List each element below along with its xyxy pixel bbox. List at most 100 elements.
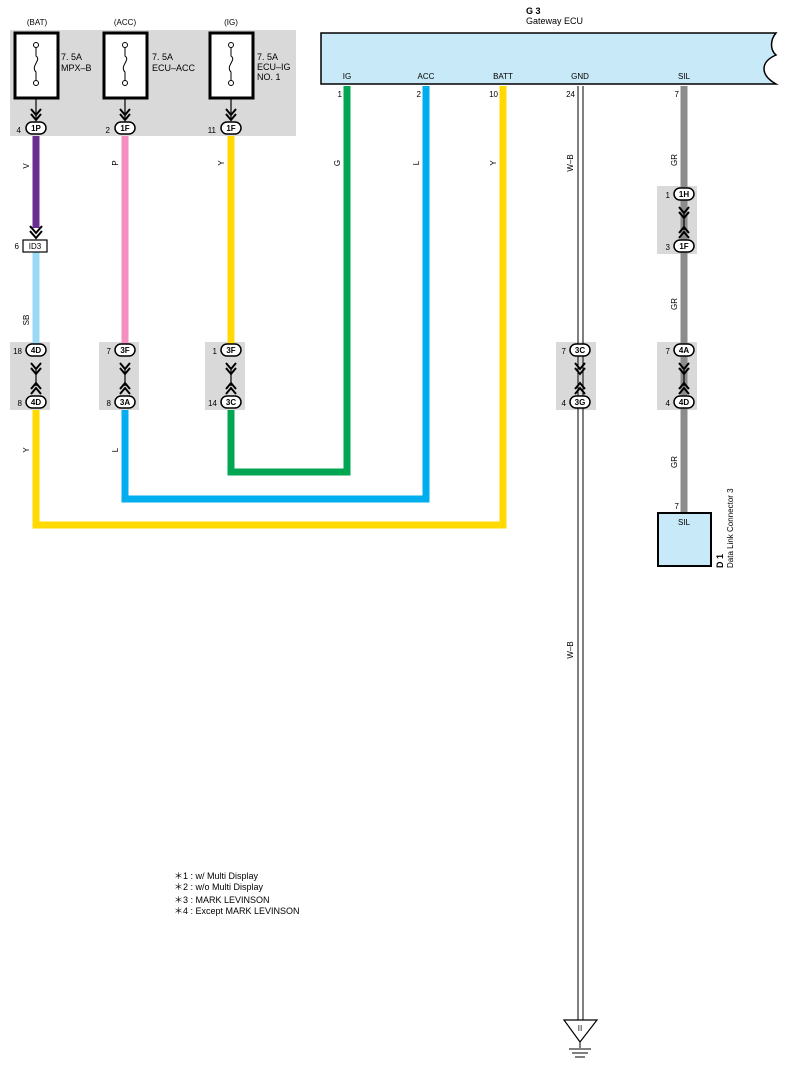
pin-number: 14 [208,399,217,408]
terminal-gnd: GND [571,72,589,81]
pin-number: 24 [566,90,575,99]
wire-label: Y [22,447,31,453]
pin-number: 1 [213,347,218,356]
connector-1p: 4 1P [17,121,47,135]
mating-arrows [30,206,690,395]
gateway-ecu: G 3 Gateway ECU IG ACC BATT GND SIL 1 2 … [320,6,779,99]
junction-label: ID3 [29,242,42,251]
pin-number: 3 [666,243,671,252]
fuse-supply-label: (BAT) [27,18,48,27]
wire-label: L [111,447,120,452]
data-link-connector: 7 SIL D 1 Data Link Connector 3 [657,488,735,568]
fuse-mpx-b: (BAT) 7. 5A MPX–B [13,18,92,100]
connector-code: 3F [120,346,129,355]
fuse-name-line2: NO. 1 [257,72,281,82]
wire-label: W–B [566,154,575,171]
pin-number: 1 [338,90,343,99]
wire-color-labels: V SB Y P L Y G L Y W–B W–B GR GR GR [22,154,679,659]
dlc-terminal: SIL [678,518,691,527]
fuse-rating: 7. 5A [152,52,173,62]
connector-pair: 18 4D 8 4D [13,343,47,409]
fuse-ecu-acc: (ACC) 7. 5A ECU–ACC [102,18,196,100]
pin-number: 1 [666,191,671,200]
connector-code: 4D [679,398,689,407]
footnotes: ＊1 : w/ Multi Display ＊2 : w/o Multi Dis… [174,871,300,916]
fuse-rating: 7. 5A [61,52,82,62]
connector-code: 1H [679,190,689,199]
wire-label: SB [22,315,31,326]
connector-code: 4D [31,346,41,355]
pin-number: 4 [666,399,671,408]
wire-label: GR [670,154,679,166]
pin-number: 8 [18,399,23,408]
footnote: ＊2 : w/o Multi Display [174,882,264,892]
connector-pair: 7 3F 8 3A [107,343,136,409]
connector-code: 3G [575,398,586,407]
connector-code: 1F [226,124,235,133]
pin-number: 4 [562,399,567,408]
pin-number: 7 [675,502,680,511]
connector-code: 3C [575,346,585,355]
connector-1f-ig: 11 1F [208,121,242,135]
fuse-supply-label: (ACC) [114,18,137,27]
connector-pair: 7 3C 4 3G [562,343,591,409]
terminal-batt: BATT [493,72,513,81]
ground-symbol: II [562,1019,599,1058]
pin-number: 6 [15,242,20,251]
pin-number: 2 [417,90,422,99]
pin-number: 7 [562,347,567,356]
fuse-name: MPX–B [61,63,92,73]
wire-w-b-gnd [577,86,584,1020]
pin-number: 7 [666,347,671,356]
pin-number: 18 [13,347,22,356]
connector-code: 4D [31,398,41,407]
connector-pair: 1 1H 3 1F [666,187,695,253]
ecu-code: G 3 [526,6,541,16]
fuse-name: ECU–ACC [152,63,196,73]
dlc-code: D 1 [715,554,725,568]
wire-label: GR [670,456,679,468]
terminal-ig: IG [343,72,351,81]
wire-label: G [333,160,342,166]
fuse-rating: 7. 5A [257,52,278,62]
fuse-supply-label: (IG) [224,18,238,27]
connector-pair: 1 3F 14 3C [208,343,242,409]
pin-number: 10 [489,90,498,99]
wire-label: Y [217,160,226,166]
pin-number: 11 [208,126,217,135]
wire-g-ig [227,86,351,476]
wire-label: GR [670,298,679,310]
pin-number: 7 [107,347,112,356]
ground-label: II [578,1024,582,1033]
wire-label: L [412,160,421,165]
wire-y-batt [32,86,507,529]
fuse-name: ECU–IG [257,62,291,72]
terminal-acc: ACC [418,72,435,81]
dlc-name: Data Link Connector 3 [726,488,735,568]
wire-label: P [111,160,120,165]
connector-code: 3F [226,346,235,355]
connector-code: 1P [31,124,41,133]
connector-code: 4A [679,346,689,355]
connector-code: 3C [226,398,236,407]
footnote: ＊1 : w/ Multi Display [174,871,259,881]
connector-1f-acc: 2 1F [106,121,136,135]
pin-number: 8 [107,399,112,408]
connector-code: 1F [120,124,129,133]
wire-l-acc [121,86,430,503]
terminal-sil: SIL [678,72,691,81]
footnote: ＊3 : MARK LEVINSON [174,895,270,905]
wire-label: Y [489,160,498,166]
junction-id3: 6 ID3 [15,239,48,253]
connector-code: 3A [120,398,130,407]
connector-code: 1F [679,242,688,251]
wire-label: W–B [566,641,575,658]
wire-label: V [22,163,31,169]
connector-pair: 7 4A 4 4D [666,343,695,409]
pin-number: 2 [106,126,111,135]
fuse-ecu-ig-no1: (IG) 7. 5A ECU–IG NO. 1 [208,18,291,100]
pin-number: 4 [17,126,22,135]
pin-number: 7 [675,90,680,99]
ecu-name: Gateway ECU [526,16,583,26]
